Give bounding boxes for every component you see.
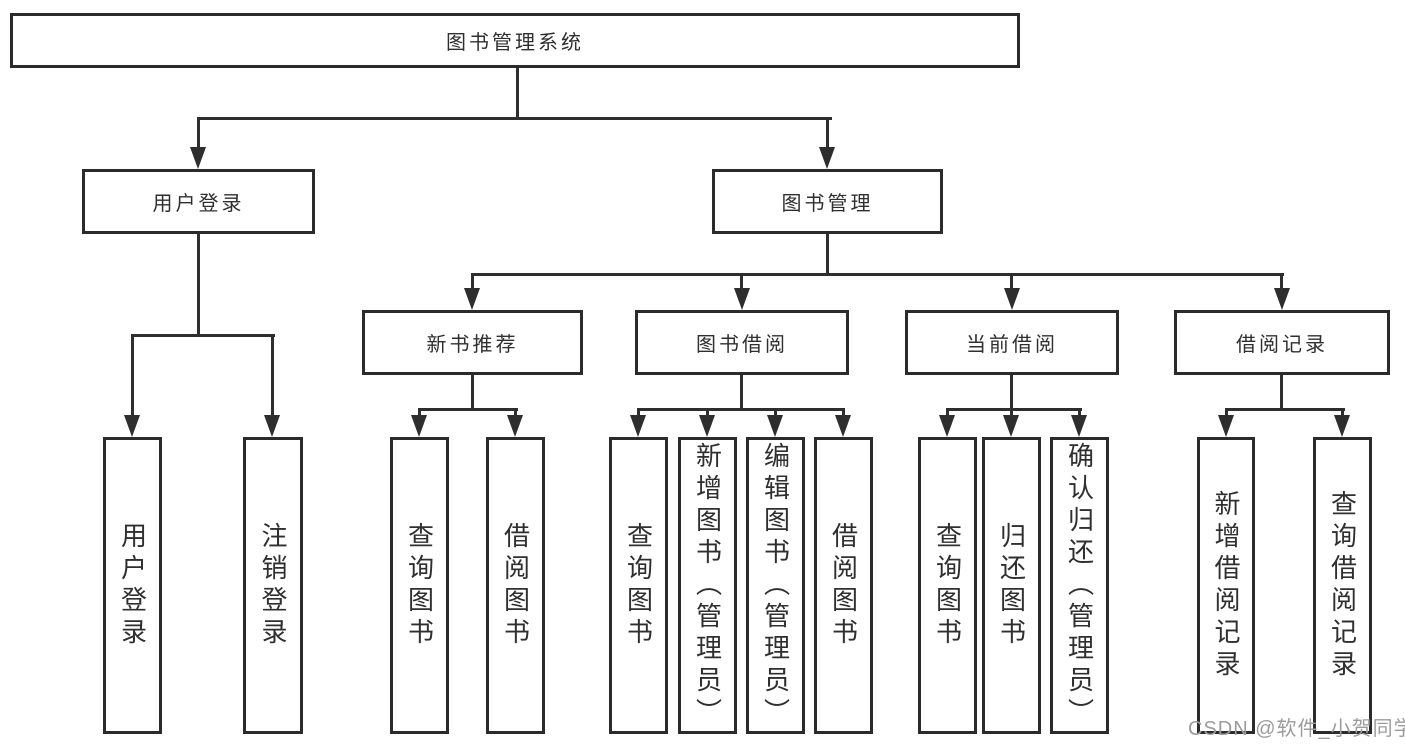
leaf-query-borrow-record: 查询借阅记录	[1313, 437, 1372, 734]
arrow-down-icon	[767, 415, 783, 437]
connector-line	[826, 234, 829, 274]
arrow-down-icon	[1003, 415, 1019, 437]
connector-line	[946, 408, 949, 417]
leaf-return-books: 归还图书	[982, 437, 1041, 734]
node-label: 图书借阅	[696, 334, 788, 356]
node-book-management: 图书管理	[712, 169, 943, 234]
node-label: 编辑图书（管理员）	[760, 441, 791, 730]
leaf-confirm-return-admin: 确认归还（管理员）	[1050, 437, 1109, 734]
connector-line	[740, 273, 743, 290]
connector-line	[471, 273, 1284, 276]
leaf-borrow-books-recommend: 借阅图书	[486, 437, 545, 734]
connector-line	[197, 117, 200, 149]
node-label: 查询图书	[932, 521, 963, 650]
arrow-down-icon	[411, 415, 427, 437]
connector-line	[1010, 408, 1013, 417]
arrow-down-icon	[507, 415, 523, 437]
leaf-add-book-admin: 新增图书（管理员）	[678, 437, 737, 734]
connector-line	[842, 408, 845, 417]
connector-line	[471, 273, 474, 290]
node-label: 图书管理系统	[446, 32, 584, 54]
node-label: 新书推荐	[426, 334, 519, 356]
connector-line	[1341, 408, 1344, 417]
connector-line	[637, 408, 845, 411]
arrow-down-icon	[939, 415, 955, 437]
node-label: 用户登录	[152, 193, 245, 215]
arrow-down-icon	[124, 415, 140, 437]
node-label: 用户登录	[117, 521, 148, 650]
node-label: 图书管理	[781, 193, 874, 215]
arrow-down-icon	[464, 288, 480, 310]
connector-line	[946, 408, 1082, 411]
leaf-borrow-books-borrowing: 借阅图书	[814, 437, 873, 734]
arrow-down-icon	[734, 288, 750, 310]
arrow-down-icon	[699, 415, 715, 437]
node-borrowing-records: 借阅记录	[1174, 310, 1390, 375]
connector-line	[774, 408, 777, 417]
arrow-down-icon	[264, 415, 280, 437]
connector-line	[1010, 375, 1013, 411]
connector-line	[197, 234, 200, 337]
node-book-borrowing: 图书借阅	[635, 310, 849, 375]
node-library-management-system: 图书管理系统	[10, 13, 1020, 68]
connector-line	[516, 68, 519, 117]
node-label: 新增借阅记录	[1211, 489, 1241, 682]
leaf-add-borrow-record: 新增借阅记录	[1197, 437, 1255, 734]
connector-line	[740, 375, 743, 411]
node-label: 借阅图书	[500, 521, 531, 650]
connector-line	[1225, 408, 1345, 411]
connector-line	[706, 408, 709, 417]
arrow-down-icon	[1218, 415, 1234, 437]
arrow-down-icon	[819, 147, 835, 169]
node-label: 新增图书（管理员）	[692, 441, 723, 730]
node-label: 注销登录	[258, 521, 288, 650]
node-user-login: 用户登录	[82, 169, 315, 234]
node-label: 查询图书	[404, 521, 435, 650]
leaf-logout: 注销登录	[243, 437, 303, 734]
connector-line	[418, 408, 518, 411]
node-label: 借阅记录	[1236, 334, 1328, 356]
leaf-query-books-borrowing: 查询图书	[609, 437, 668, 734]
connector-line	[514, 408, 517, 417]
node-label: 借阅图书	[828, 521, 859, 650]
leaf-edit-book-admin: 编辑图书（管理员）	[746, 437, 805, 734]
arrow-down-icon	[190, 147, 206, 169]
connector-line	[471, 375, 474, 411]
connector-line	[1280, 375, 1283, 411]
connector-line	[197, 117, 832, 120]
connector-line	[1225, 408, 1228, 417]
connector-line	[1010, 273, 1013, 290]
connector-line	[418, 408, 421, 417]
arrow-down-icon	[1004, 288, 1020, 310]
csdn-watermark: CSDN @软件_小贺同学	[1188, 718, 1405, 740]
connector-line	[1280, 273, 1283, 290]
connector-line	[826, 117, 829, 149]
node-label: 归还图书	[996, 521, 1027, 650]
arrow-down-icon	[835, 415, 851, 437]
node-label: 查询图书	[623, 521, 654, 650]
arrow-down-icon	[1071, 415, 1087, 437]
arrow-down-icon	[1274, 288, 1290, 310]
node-label: 确认归还（管理员）	[1064, 441, 1095, 730]
arrow-down-icon	[630, 415, 646, 437]
leaf-query-books-current: 查询图书	[918, 437, 977, 734]
node-new-book-recommendation: 新书推荐	[362, 310, 583, 375]
connector-line	[637, 408, 640, 417]
connector-line	[271, 334, 274, 417]
node-label: 查询借阅记录	[1327, 489, 1358, 682]
node-current-borrowing: 当前借阅	[905, 310, 1119, 375]
node-label: 当前借阅	[966, 334, 1058, 356]
arrow-down-icon	[1334, 415, 1350, 437]
connector-line	[1078, 408, 1081, 417]
connector-line	[131, 334, 134, 417]
connector-line	[131, 334, 275, 337]
leaf-query-books-recommend: 查询图书	[390, 437, 449, 734]
leaf-user-login: 用户登录	[103, 437, 162, 734]
